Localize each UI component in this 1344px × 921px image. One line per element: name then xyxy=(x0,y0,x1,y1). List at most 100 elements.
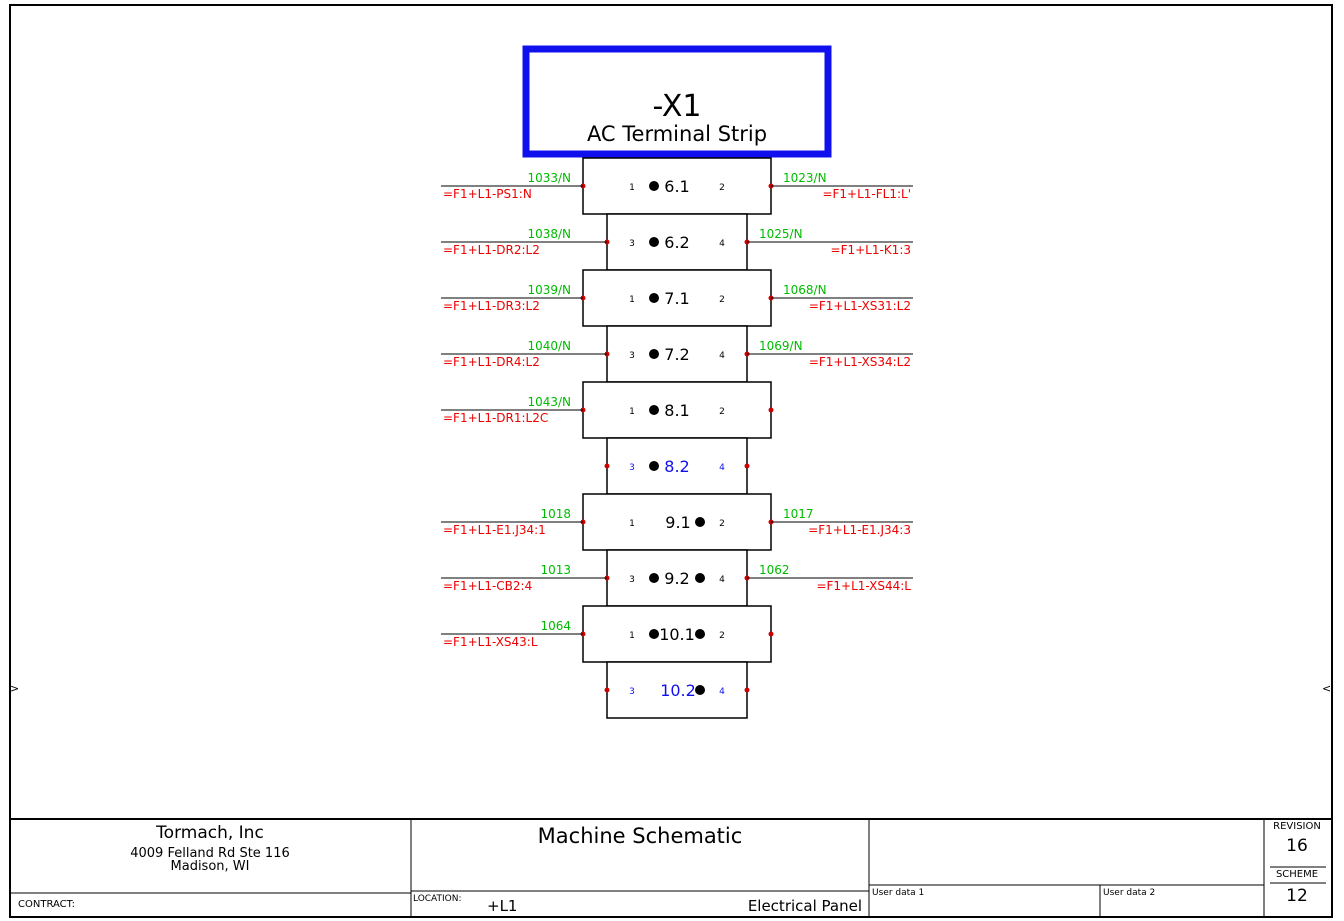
connection-dot xyxy=(695,573,705,583)
cross-reference-left: =F1+L1-DR2:L2 xyxy=(443,243,540,257)
cross-reference-right: =F1+L1-XS31:L2 xyxy=(809,299,911,313)
contract-label: CONTRACT: xyxy=(18,899,76,910)
location-description: Electrical Panel xyxy=(747,897,862,915)
terminal-block xyxy=(606,661,748,719)
terminal-strip-header-box xyxy=(522,45,832,158)
cross-reference-right: =F1+L1-FL1:L' xyxy=(822,187,911,201)
left-edge-marker: > xyxy=(10,682,19,695)
terminal-pin-right: 4 xyxy=(719,463,725,473)
wire-number-left: 1013 xyxy=(540,563,571,577)
terminal-connection-point-right xyxy=(768,631,774,637)
revision-value: 16 xyxy=(1286,836,1308,856)
connection-dot xyxy=(649,573,659,583)
wire-number-right: 1017 xyxy=(783,507,814,521)
terminal-pin-left: 1 xyxy=(629,183,635,193)
terminal-pin-right: 4 xyxy=(719,351,725,361)
terminal-block xyxy=(606,549,748,607)
cross-reference-left: =F1+L1-E1.J34:1 xyxy=(443,523,546,537)
company-name: Tormach, Inc xyxy=(156,823,264,843)
cross-reference-left: =F1+L1-XS43:L xyxy=(443,635,538,649)
wire-number-right: 1068/N xyxy=(783,283,827,297)
terminal-pin-right: 2 xyxy=(719,519,725,529)
revision-label: REVISION xyxy=(1273,821,1321,832)
location-value: +L1 xyxy=(487,897,518,915)
terminal-connection-point-left xyxy=(604,687,610,693)
terminal-label: 10.1 xyxy=(659,625,695,644)
terminal-label: 6.1 xyxy=(664,177,689,196)
cross-reference-right: =F1+L1-XS44:L xyxy=(816,579,911,593)
terminal-pin-right: 2 xyxy=(719,407,725,417)
cross-reference-left: =F1+L1-DR4:L2 xyxy=(443,355,540,369)
connection-dot xyxy=(695,629,705,639)
company-address-line1: 4009 Felland Rd Ste 116 xyxy=(130,846,290,861)
terminal-pin-left: 3 xyxy=(629,463,635,473)
company-address-line2: Madison, WI xyxy=(170,859,250,874)
connection-dot xyxy=(649,405,659,415)
terminal-pin-left: 1 xyxy=(629,407,635,417)
scheme-value: 12 xyxy=(1286,886,1308,906)
wire-number-right: 1023/N xyxy=(783,171,827,185)
terminal-pin-left: 3 xyxy=(629,239,635,249)
scheme-label: SCHEME xyxy=(1275,869,1319,880)
connection-dot xyxy=(649,629,659,639)
wire-number-left: 1064 xyxy=(540,619,571,633)
wire-number-left: 1043/N xyxy=(527,395,571,409)
terminal-block xyxy=(582,605,772,663)
terminal-pin-right: 2 xyxy=(719,183,725,193)
terminal-label: 9.1 xyxy=(665,513,690,532)
terminal-pin-left: 3 xyxy=(629,687,635,697)
drawing-frame xyxy=(9,4,1333,918)
terminal-pin-left: 1 xyxy=(629,295,635,305)
terminal-label: 7.2 xyxy=(664,345,689,364)
terminal-pin-left: 3 xyxy=(629,575,635,585)
terminal-strip-tag: -X1 xyxy=(653,89,702,124)
terminal-pin-left: 1 xyxy=(629,631,635,641)
terminal-pin-left: 1 xyxy=(629,519,635,529)
terminal-connection-point-right xyxy=(744,687,750,693)
wire-number-left: 1038/N xyxy=(527,227,571,241)
terminal-pin-right: 2 xyxy=(719,295,725,305)
right-edge-marker: < xyxy=(1322,682,1331,695)
cross-reference-left: =F1+L1-DR1:L2C xyxy=(443,411,548,425)
wire-number-right: 1025/N xyxy=(759,227,803,241)
terminal-label: 10.2 xyxy=(660,681,696,700)
terminal-pin-right: 4 xyxy=(719,687,725,697)
connection-dot xyxy=(649,237,659,247)
connection-dot xyxy=(649,461,659,471)
terminal-label: 7.1 xyxy=(664,289,689,308)
terminal-group: 1 2 6.1 1033/N =F1+L1-PS1:N 1023/N =F1+L1-FL1:… xyxy=(441,157,913,719)
connection-dot xyxy=(649,293,659,303)
terminal-pin-right: 4 xyxy=(719,239,725,249)
terminal-connection-point-right xyxy=(768,407,774,413)
user-data-1-label: User data 1 xyxy=(872,888,925,898)
cross-reference-right: =F1+L1-E1.J34:3 xyxy=(808,523,911,537)
terminal-block xyxy=(606,437,748,495)
cross-reference-right: =F1+L1-XS34:L2 xyxy=(809,355,911,369)
terminal-connection-point-left xyxy=(604,463,610,469)
terminal-pin-right: 2 xyxy=(719,631,725,641)
wire-number-left: 1018 xyxy=(540,507,571,521)
drawing-title: Machine Schematic xyxy=(537,824,743,848)
wire-number-right: 1069/N xyxy=(759,339,803,353)
wire-number-left: 1039/N xyxy=(527,283,571,297)
user-data-2-label: User data 2 xyxy=(1103,888,1156,898)
connection-dot xyxy=(695,685,705,695)
terminal-label: 9.2 xyxy=(664,569,689,588)
terminal-strip-description: AC Terminal Strip xyxy=(587,122,767,146)
terminal-label: 6.2 xyxy=(664,233,689,252)
connection-dot xyxy=(649,349,659,359)
terminal-pin-left: 3 xyxy=(629,351,635,361)
wire-number-right: 1062 xyxy=(759,563,790,577)
connection-dot xyxy=(695,517,705,527)
cross-reference-left: =F1+L1-PS1:N xyxy=(443,187,532,201)
wire-number-left: 1033/N xyxy=(527,171,571,185)
location-label: LOCATION: xyxy=(413,894,462,904)
cross-reference-left: =F1+L1-CB2:4 xyxy=(443,579,532,593)
cross-reference-right: =F1+L1-K1:3 xyxy=(831,243,911,257)
terminal-label: 8.2 xyxy=(664,457,689,476)
cross-reference-left: =F1+L1-DR3:L2 xyxy=(443,299,540,313)
terminal-label: 8.1 xyxy=(664,401,689,420)
terminal-connection-point-right xyxy=(744,463,750,469)
wire-number-left: 1040/N xyxy=(527,339,571,353)
